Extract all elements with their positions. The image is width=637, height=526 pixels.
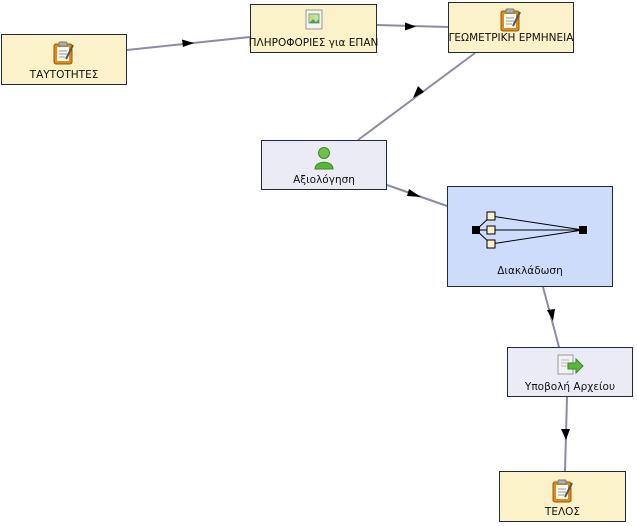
clipboard-icon	[500, 8, 522, 36]
edge-axiologisi-diakladosi[interactable]	[386, 184, 448, 207]
edge-tautotites-plirofories[interactable]	[126, 36, 251, 51]
edge-geometriki-axiologisi[interactable]	[357, 52, 476, 141]
image-document-icon	[303, 9, 325, 35]
node-label: Υποβολή Αρχείου	[524, 381, 616, 393]
edge-plirofories-geometriki[interactable]	[376, 22, 449, 31]
edge-ypovoli-telos[interactable]	[561, 396, 570, 472]
node-plirofories[interactable]: ΠΛΗΡΟΦΟΡΙΕΣ για ΕΠΑΝ	[248, 4, 379, 53]
node-label: ΤΑΥΤΟΤΗΤΕΣ	[29, 69, 99, 81]
node-label: ΓΕΩΜΕΤΡΙΚΗ ΕΡΜΗΝΕΙΑ	[448, 32, 574, 44]
node-label: Αξιολόγηση	[293, 174, 355, 186]
node-label: ΤΕΛΟΣ	[544, 506, 581, 518]
node-axiologisi[interactable]: Αξιολόγηση	[261, 140, 387, 190]
user-icon	[313, 146, 335, 174]
edge-diakladosi-ypovoli[interactable]	[542, 286, 560, 348]
node-diakladosi[interactable]: Διακλάδωση	[447, 186, 613, 287]
clipboard-icon	[552, 479, 574, 507]
node-telos[interactable]: ΤΕΛΟΣ	[499, 471, 626, 522]
node-label: Διακλάδωση	[497, 265, 563, 277]
node-geometriki[interactable]: ΓΕΩΜΕΤΡΙΚΗ ΕΡΜΗΝΕΙΑ	[448, 2, 574, 53]
submit-document-icon	[556, 354, 584, 380]
node-label: ΠΛΗΡΟΦΟΡΙΕΣ για ΕΠΑΝ	[248, 37, 379, 49]
node-tautotites[interactable]: ΤΑΥΤΟΤΗΤΕΣ	[1, 34, 127, 85]
node-ypovoli[interactable]: Υποβολή Αρχείου	[507, 347, 633, 397]
split-icon	[471, 209, 589, 253]
clipboard-icon	[53, 41, 75, 69]
